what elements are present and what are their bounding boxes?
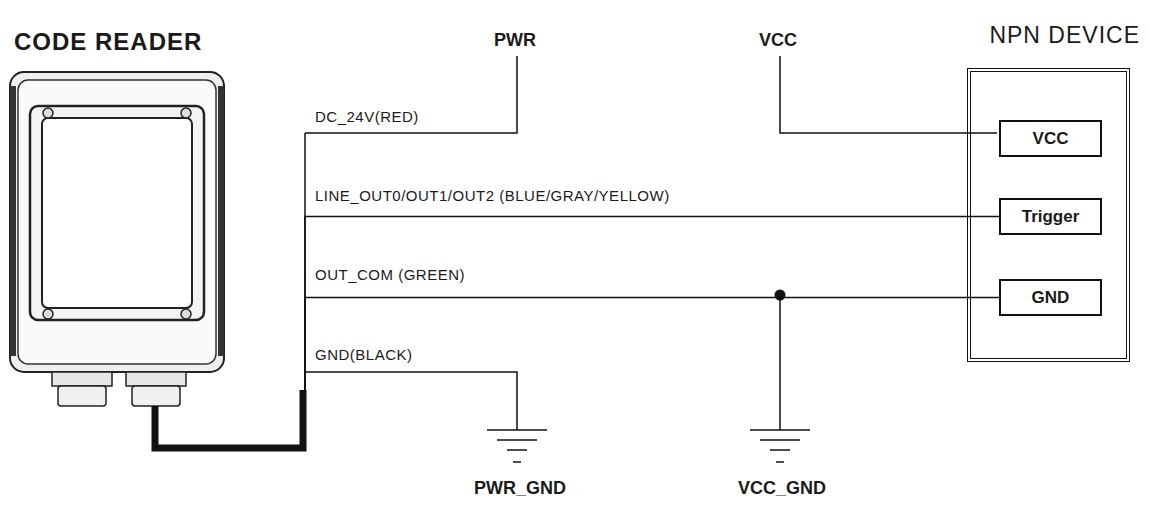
terminal-box: GND	[999, 279, 1102, 316]
signal-label: DC_24V(RED)	[313, 108, 421, 125]
code-reader-illustration	[10, 72, 303, 448]
signal-wire	[155, 217, 999, 449]
heading: CODE READER	[14, 28, 202, 56]
signal-label: GND(BLACK)	[313, 346, 415, 363]
signal-label: VCC	[759, 30, 797, 51]
signal-label: PWR_GND	[474, 478, 566, 499]
ground-symbol	[487, 430, 547, 462]
terminal-label: VCC	[1033, 129, 1069, 149]
signal-label: VCC_GND	[738, 478, 826, 499]
code-reader: CODE READER	[8, 22, 232, 406]
terminal-label: GND	[1032, 288, 1070, 308]
terminal-box: Trigger	[999, 198, 1102, 235]
wires	[305, 56, 997, 430]
signal-wire	[155, 298, 999, 449]
terminal-box: VCC	[999, 120, 1102, 157]
wire-label: LINE_OUT0/OUT1/OUT2 (BLUE/GRAY/YELLOW)	[313, 187, 672, 204]
heading: NPN DEVICE	[989, 22, 1140, 49]
wire-label: OUT_COM (GREEN)	[313, 266, 467, 283]
terminal-label: Trigger	[1022, 207, 1080, 227]
junction-dot	[775, 290, 786, 301]
signal-label: PWR	[494, 30, 536, 51]
device-box: NPN DEVICEVCCTriggerGND	[967, 68, 1130, 362]
ground-symbol	[750, 430, 810, 462]
